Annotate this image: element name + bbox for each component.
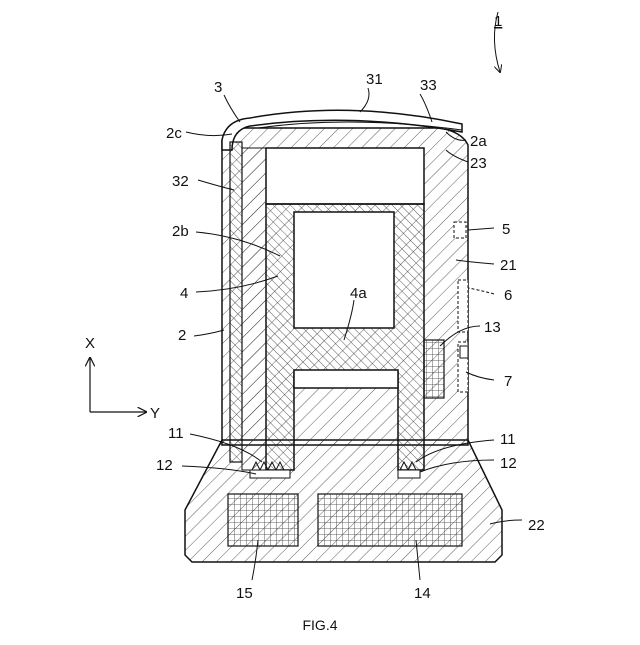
- block-14: [318, 494, 462, 546]
- ref-14: 14: [414, 585, 431, 602]
- ref-device-1: 1: [494, 13, 502, 30]
- ref-2b: 2b: [172, 223, 189, 240]
- axis-y-label: Y: [150, 405, 160, 422]
- ref-31: 31: [366, 71, 383, 88]
- contact-right-11: [398, 470, 420, 478]
- left-channel: [242, 148, 266, 470]
- cavity-top: [266, 148, 424, 204]
- cavity-lower: [294, 370, 398, 388]
- ref-3: 3: [214, 79, 222, 96]
- ref-22: 22: [528, 517, 545, 534]
- ref-2c: 2c: [166, 125, 182, 142]
- window-2b: [294, 212, 394, 328]
- component-13: [424, 340, 444, 398]
- ref-4a: 4a: [350, 285, 367, 302]
- block-15: [228, 494, 298, 546]
- ref-12-right: 12: [500, 455, 517, 472]
- component-5: [454, 222, 466, 238]
- axis-x-label: X: [85, 335, 95, 352]
- ref-33: 33: [420, 77, 437, 94]
- figure-caption: FIG.4: [302, 617, 337, 633]
- ref-12-left: 12: [156, 457, 173, 474]
- ref-4: 4: [180, 285, 188, 302]
- ref-32: 32: [172, 173, 189, 190]
- ref-7: 7: [504, 373, 512, 390]
- component-6: [458, 280, 468, 332]
- button-7: [460, 346, 468, 358]
- axis-indicator: [90, 358, 146, 412]
- ref-2: 2: [178, 327, 186, 344]
- ref-15: 15: [236, 585, 253, 602]
- ref-5: 5: [502, 221, 510, 238]
- ref-21: 21: [500, 257, 517, 274]
- ref-11-left: 11: [168, 425, 184, 442]
- panel-32: [230, 142, 242, 462]
- ref-6: 6: [504, 287, 512, 304]
- ref-13: 13: [484, 319, 501, 336]
- ref-2a: 2a: [470, 133, 487, 150]
- ref-23: 23: [470, 155, 487, 172]
- ref-11-right: 11: [500, 431, 516, 448]
